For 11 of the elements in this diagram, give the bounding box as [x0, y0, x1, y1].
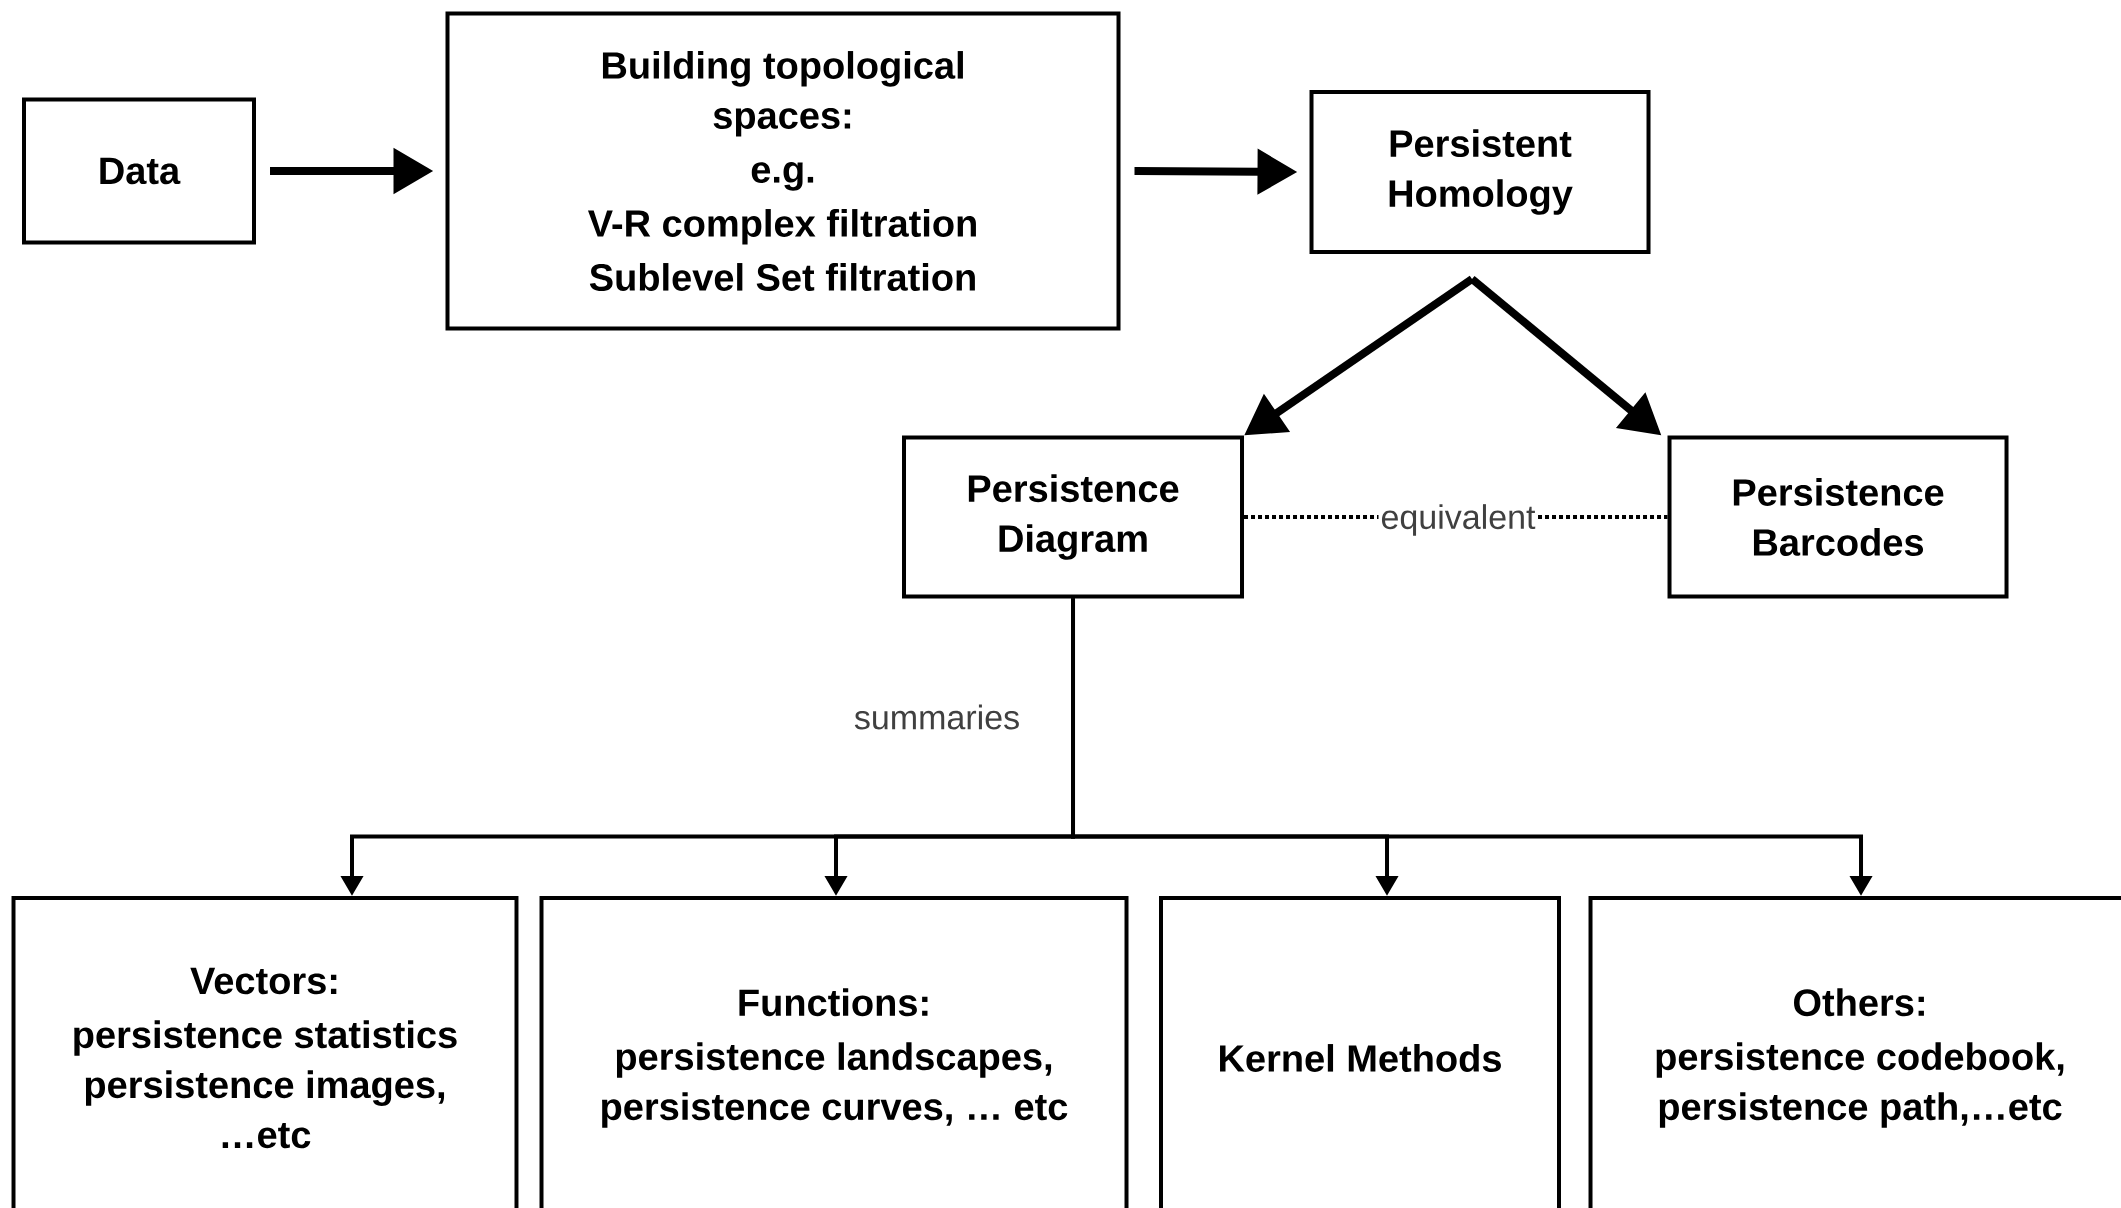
method-box: Functions: persistence landscapes, persistence curves, … etc: [539, 896, 1129, 1208]
process-box: Persistent Homology: [1309, 90, 1651, 254]
method-box: Others: persistence codebook, persistence path,…etc: [1588, 896, 2121, 1208]
method-box: Vectors: persistence statistics persistence images, …etc: [11, 896, 519, 1208]
process-box: Persistence Barcodes: [1667, 435, 2009, 599]
process-box: Building topological spaces: e.g. V-R complex filtration Sublevel Set filtration: [445, 11, 1121, 331]
edge-label: equivalent: [1378, 502, 1538, 538]
method-box: Kernel Methods: [1159, 896, 1561, 1208]
edge-label: summaries: [851, 702, 1023, 732]
process-box: Persistence Diagram: [902, 435, 1244, 599]
process-box: Data: [22, 97, 256, 245]
